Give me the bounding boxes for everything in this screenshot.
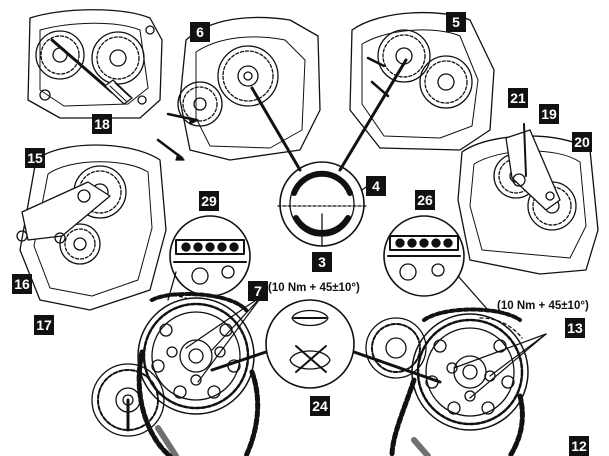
cam-gear-top-left	[35, 30, 85, 80]
cam-gear-top-left-2	[91, 31, 145, 85]
crank-sprocket-bottom-left	[91, 363, 165, 437]
cam-gear-top-middle	[217, 45, 279, 107]
timing-chain-right	[389, 307, 525, 456]
cam-gear-top-right-2	[419, 55, 473, 109]
leader-lines-7	[185, 295, 263, 383]
callout-15: 15	[25, 148, 45, 168]
cam-gear-top-right	[377, 29, 431, 83]
callout-7: 7	[248, 281, 268, 301]
engine-view-top-left	[27, 9, 163, 119]
cam-sprocket-bottom-left	[137, 297, 255, 415]
callout-13: 13	[565, 318, 585, 338]
cam-sprocket-bottom-right	[411, 313, 529, 431]
callout-5: 5	[446, 12, 466, 32]
callout-29: 29	[199, 191, 219, 211]
engine-view-top-right	[349, 11, 495, 151]
locking-plate-tool-left	[21, 181, 111, 241]
callout-4: 4	[366, 176, 386, 196]
callout-17: 17	[34, 315, 54, 335]
callout-26: 26	[415, 190, 435, 210]
torque-spec-left: (10 Nm + 45±10°)	[268, 282, 360, 294]
intermediate-sprocket-bottom-right	[365, 317, 427, 379]
engine-view-left	[16, 144, 167, 311]
leader-lines-13	[453, 333, 547, 399]
callout-20: 20	[572, 132, 592, 152]
callout-19: 19	[539, 104, 559, 124]
callout-12: 12	[569, 436, 589, 456]
callout-24: 24	[310, 396, 330, 416]
callout-21: 21	[508, 88, 528, 108]
locking-plate-tool	[505, 129, 561, 211]
callout-16: 16	[12, 274, 32, 294]
cam-gear-top-middle-2	[177, 81, 223, 127]
torque-spec-right: (10 Nm + 45±10°)	[497, 300, 589, 312]
callout-18: 18	[92, 114, 112, 134]
callout-6: 6	[190, 22, 210, 42]
callout-3: 3	[312, 252, 332, 272]
engine-view-top-middle	[156, 16, 321, 161]
screwdriver-tool	[50, 38, 133, 105]
detail-circle-center-top	[277, 161, 367, 247]
chain-guide	[411, 437, 431, 456]
cam-gear-left-2	[59, 223, 101, 265]
detail-circle-right	[383, 215, 465, 297]
leader-lines	[250, 58, 408, 172]
chain-guide	[155, 425, 179, 456]
engine-view-right	[457, 123, 599, 275]
detail-circle-center-bottom	[265, 299, 355, 389]
detail-circle-left	[169, 215, 251, 297]
